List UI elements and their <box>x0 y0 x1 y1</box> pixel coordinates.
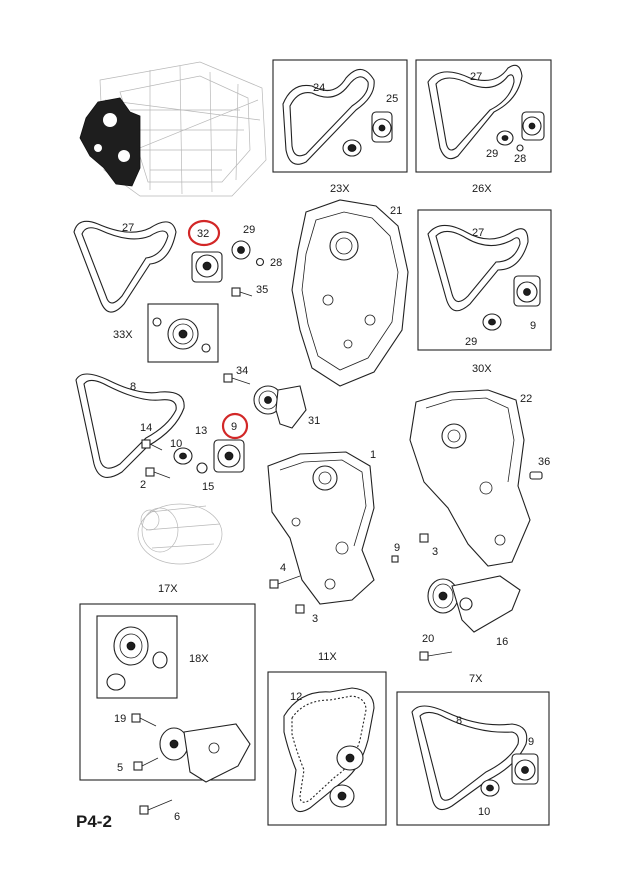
pulley-icon <box>480 779 500 797</box>
bolt-icon <box>295 604 305 614</box>
kit-box-23x: 24 25 23X <box>272 59 408 195</box>
highlight-ring-9 <box>221 412 249 440</box>
tensioner-icon <box>213 439 245 473</box>
callout-9-c: 9 <box>394 542 400 554</box>
bolt-icon <box>419 651 453 661</box>
tensioner-icon <box>191 251 223 283</box>
bolt-icon <box>141 439 163 451</box>
pulley-icon <box>173 447 193 465</box>
callout-27-belt: 27 <box>122 222 134 234</box>
callout-3-a: 3 <box>432 546 438 558</box>
callout-9-b: 9 <box>231 421 237 433</box>
highlight-ring-32 <box>187 219 221 247</box>
pulley-icon <box>231 240 251 260</box>
tensioner-icon <box>371 111 393 143</box>
callout-17x: 17X <box>158 583 178 595</box>
callout-8-a: 8 <box>130 381 136 393</box>
tensioner-icon <box>521 111 545 141</box>
callout-16: 16 <box>496 636 508 648</box>
tensioner-icon <box>511 753 539 785</box>
callout-5: 5 <box>117 762 123 774</box>
callout-29-c: 29 <box>465 336 477 348</box>
tensioner-icon <box>513 275 541 307</box>
bolt-icon <box>231 287 253 297</box>
callout-12: 12 <box>290 691 302 703</box>
alternator-icon <box>137 503 223 565</box>
bolt-icon <box>145 467 171 479</box>
pulley-icon <box>329 745 364 808</box>
bracket-1 <box>267 451 375 605</box>
callout-34: 34 <box>236 365 248 377</box>
callout-27: 27 <box>470 71 482 83</box>
callout-15: 15 <box>202 481 214 493</box>
callout-2: 2 <box>140 479 146 491</box>
callout-29-b: 29 <box>243 224 255 236</box>
callout-29: 29 <box>486 148 498 160</box>
callout-18x: 18X <box>189 653 209 665</box>
pulley-icon <box>482 313 502 331</box>
callout-1: 1 <box>370 449 376 461</box>
callout-3-b: 3 <box>312 613 318 625</box>
callout-10-a: 10 <box>170 438 182 450</box>
pulley-icon <box>342 139 362 157</box>
callout-20: 20 <box>422 633 434 645</box>
bolt-icon <box>391 533 429 563</box>
callout-32: 32 <box>197 228 209 240</box>
callout-10-b: 10 <box>478 806 490 818</box>
callout-28-b: 28 <box>270 257 282 269</box>
callout-27-c: 27 <box>472 227 484 239</box>
callout-9-a: 9 <box>530 320 536 332</box>
belt-icon <box>73 220 177 313</box>
callout-36: 36 <box>538 456 550 468</box>
callout-8-b: 8 <box>456 715 462 727</box>
pulley-icon <box>496 130 514 146</box>
callout-22: 22 <box>520 393 532 405</box>
bolt-icon <box>269 575 301 589</box>
pulley-icon <box>253 385 307 429</box>
callout-25: 25 <box>386 93 398 105</box>
bracket-22 <box>409 389 531 567</box>
pulley-icon <box>159 723 251 783</box>
callout-7x: 7X <box>469 673 483 685</box>
bolt-icon <box>139 799 173 815</box>
callout-19: 19 <box>114 713 126 725</box>
callout-11x: 11X <box>318 651 337 663</box>
engine-block-icon <box>79 61 267 197</box>
page-code: P4-2 <box>76 812 112 831</box>
callout-24: 24 <box>313 82 325 94</box>
callout-26x: 26X <box>472 183 492 195</box>
callout-31: 31 <box>308 415 320 427</box>
kit-box-26x: 27 29 28 26X <box>415 59 552 195</box>
callout-21: 21 <box>390 205 402 217</box>
callout-35: 35 <box>256 284 268 296</box>
bolt-icon <box>131 713 159 771</box>
callout-28: 28 <box>514 153 526 165</box>
callout-13: 13 <box>195 425 207 437</box>
callout-33x: 33X <box>113 329 133 341</box>
callout-6: 6 <box>174 811 180 823</box>
callout-30x: 30X <box>472 363 492 375</box>
timing-cover-21 <box>291 199 409 387</box>
bolt-icon <box>529 471 543 480</box>
callout-23x: 23X <box>330 183 350 195</box>
kit-box-33x <box>147 303 219 363</box>
callout-9-d: 9 <box>528 736 534 748</box>
callout-14: 14 <box>140 422 152 434</box>
belt-icon <box>75 373 185 478</box>
kit-box-17x <box>79 603 256 783</box>
callout-4: 4 <box>280 562 286 574</box>
kit-box-30x: 27 9 29 <box>417 209 552 351</box>
kit-box-7x <box>396 691 550 826</box>
kit-box-11x <box>267 671 387 826</box>
bolt-icon <box>223 373 251 385</box>
pulley-icon <box>427 575 521 633</box>
